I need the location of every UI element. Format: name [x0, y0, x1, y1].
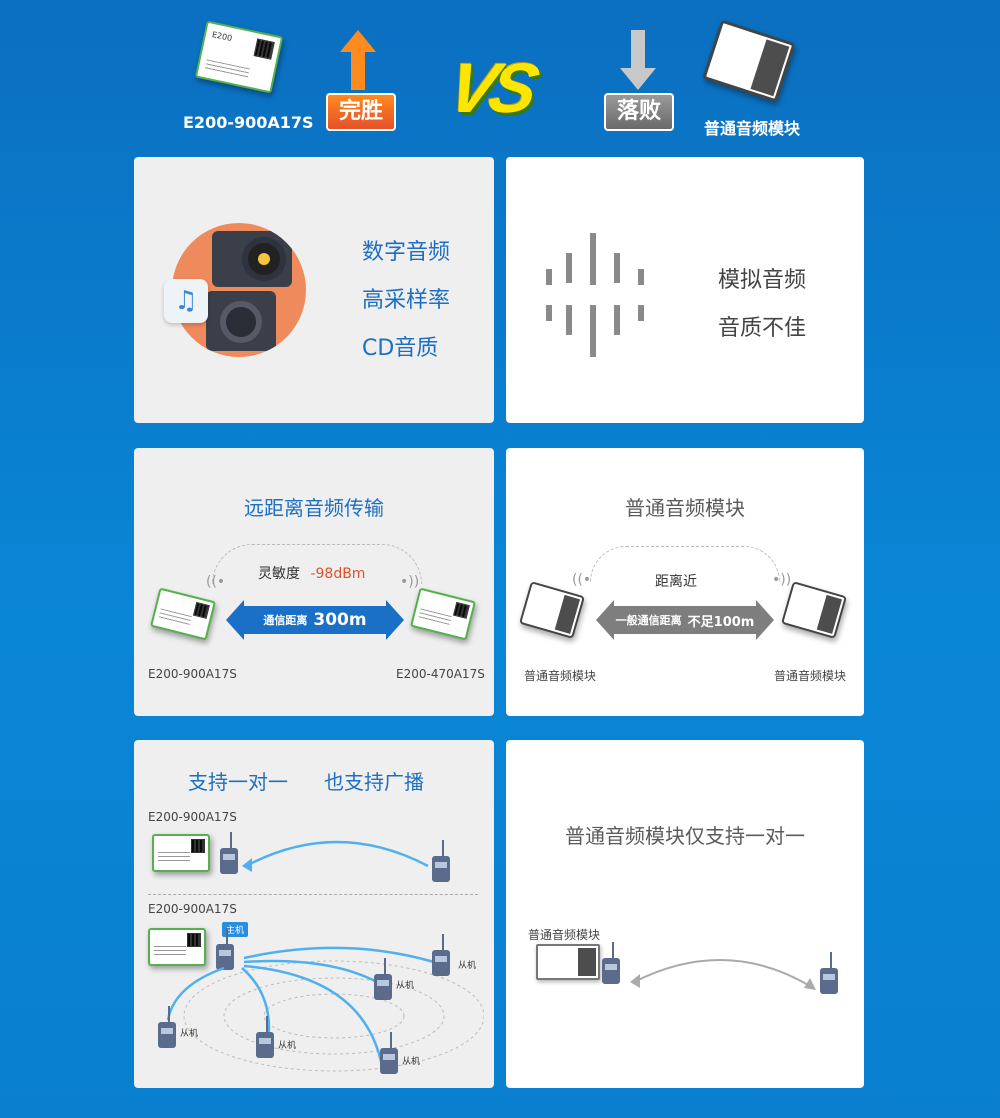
slave-label: 从机 [180, 1029, 199, 1039]
radio-icon [820, 952, 838, 994]
e200-module-image: E200 [194, 20, 284, 94]
slave-label: 从机 [278, 1041, 297, 1051]
radio-icon [374, 958, 392, 1000]
panel-title: 支持一对一也支持广播 [188, 770, 424, 794]
long-range-panel: 远距离音频传输 灵敏度 -98dBm ((• •)) 通信距离 300m E20… [134, 448, 494, 716]
divider [148, 894, 478, 895]
host-tag: 主机 [222, 922, 249, 937]
feature-item: 音质不佳 [718, 316, 807, 341]
distance-value: 300m [313, 610, 367, 630]
near-label: 距离近 [655, 574, 697, 590]
radio-icon [380, 1032, 398, 1074]
link-arc [242, 840, 429, 872]
right-module-label: 普通音频模块 [704, 119, 801, 138]
down-arrow-icon [620, 30, 656, 90]
feature-item: 高采样率 [362, 288, 451, 313]
right-module-name: 普通音频模块 [774, 669, 847, 683]
vs-text: VS [441, 49, 540, 127]
short-range-panel: 普通音频模块 距离近 ((• •)) 一般通信距离 不足100m 普通音频模块 … [506, 448, 864, 716]
slave-label: 从机 [458, 961, 477, 971]
radio-icon [256, 1016, 274, 1058]
up-arrow-icon [340, 30, 376, 90]
broadcast-panel: 支持一对一也支持广播 E200-900A17S E200-900A17S 主机 … [134, 740, 494, 1088]
signal-icon: •)) [400, 574, 420, 590]
digital-feature-list: 数字音频 高采样率 CD音质 [362, 229, 450, 373]
radio-icon [432, 840, 450, 882]
e200-module-image [152, 834, 210, 872]
right-module-name: E200-470A17S [396, 667, 485, 681]
slave-label: 从机 [396, 981, 415, 991]
panel-title: 远距离音频传输 [244, 496, 384, 520]
e200-module-image [410, 587, 476, 641]
feature-item: 数字音频 [362, 240, 451, 265]
normal-module-image [781, 581, 847, 639]
normal-module-image [702, 19, 796, 103]
radio-icon [432, 934, 450, 976]
panel-title: 普通音频模块仅支持一对一 [565, 824, 805, 848]
left-module-name: E200-900A17S [148, 667, 237, 681]
signal-icon: ((• [572, 572, 592, 588]
sensitivity-value: -98dBm [310, 566, 366, 582]
normal-module-image [519, 581, 585, 639]
one-to-one-panel: 普通音频模块仅支持一对一 普通音频模块 [506, 740, 864, 1088]
panel-title: 普通音频模块 [625, 496, 745, 520]
comparison-header: E200 E200-900A17S 完胜 VS 落败 普通音频模块 [0, 0, 1000, 150]
win-badge: 完胜 [326, 93, 396, 131]
distance-arrow: 一般通信距离 不足100m [596, 600, 774, 640]
feature-item: 模拟音频 [718, 268, 807, 293]
e200-module-image [150, 587, 216, 641]
link-arc [630, 959, 816, 990]
signal-icon: •)) [772, 572, 792, 588]
distance-label: 通信距离 [263, 614, 308, 627]
module-name: E200-900A17S [148, 902, 237, 916]
analog-audio-panel: 模拟音频 音质不佳 [506, 157, 864, 423]
sound-wave-icon [546, 233, 656, 357]
feature-item: CD音质 [362, 336, 439, 361]
music-note-icon: ♫ [164, 279, 208, 323]
analog-feature-list: 模拟音频 音质不佳 [718, 257, 806, 353]
normal-module-image [536, 944, 600, 980]
slave-label: 从机 [402, 1057, 421, 1067]
e200-module-image [148, 928, 206, 966]
sensitivity-label: 灵敏度 -98dBm [258, 566, 366, 582]
digital-audio-panel: ♫ 数字音频 高采样率 CD音质 [134, 157, 494, 423]
radio-icon [158, 1006, 176, 1048]
module-name: 普通音频模块 [528, 928, 601, 942]
turntable-illustration [172, 223, 306, 357]
distance-arrow: 通信距离 300m [226, 600, 404, 640]
module-name: E200-900A17S [148, 810, 237, 824]
lose-badge: 落败 [604, 93, 674, 131]
radio-icon [216, 928, 234, 970]
left-module-label: E200-900A17S [183, 113, 314, 132]
radio-icon [220, 832, 238, 874]
left-module-name: 普通音频模块 [524, 669, 597, 683]
distance-value: 不足100m [687, 614, 755, 630]
radio-icon [602, 942, 620, 984]
distance-label: 一般通信距离 [615, 614, 682, 627]
signal-icon: ((• [206, 574, 226, 590]
